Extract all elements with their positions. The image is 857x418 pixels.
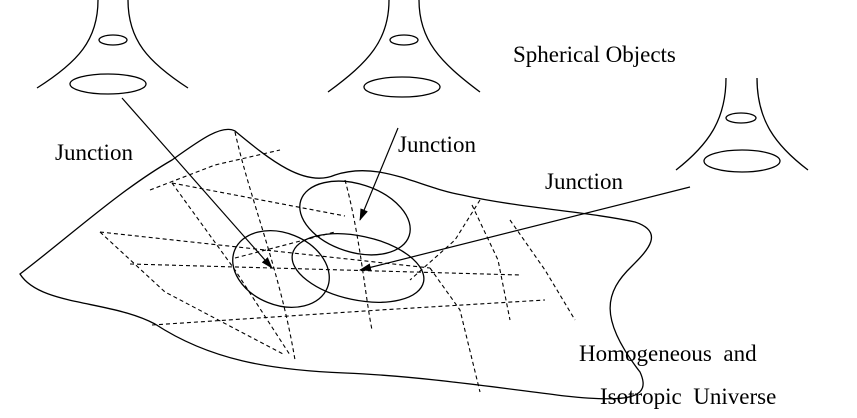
- spherical-object-1: [36, 0, 189, 95]
- spherical-objects-label: Spherical Objects: [513, 42, 676, 67]
- universe-label-line1: Homogeneous and: [579, 341, 757, 366]
- spherical-object-3: [675, 77, 809, 173]
- spherical-object-2: [327, 0, 481, 98]
- junction-label-left: Junction: [55, 140, 133, 165]
- arrow-object2-to-junction: [359, 127, 399, 221]
- junction-ellipse-left: [232, 230, 330, 308]
- junction-label-middle: Junction: [398, 132, 476, 157]
- junction-ellipse-upper: [299, 180, 411, 256]
- universe-sheet: [19, 128, 653, 400]
- arrow-object1-to-junction: [121, 97, 273, 269]
- junction-label-right: Junction: [545, 169, 623, 194]
- arrow-object3-to-junction: [359, 186, 691, 272]
- coordinate-grid: [99, 131, 576, 393]
- universe-label-line2: Isotropic Universe: [600, 384, 776, 409]
- junction-ellipse-right: [291, 233, 425, 303]
